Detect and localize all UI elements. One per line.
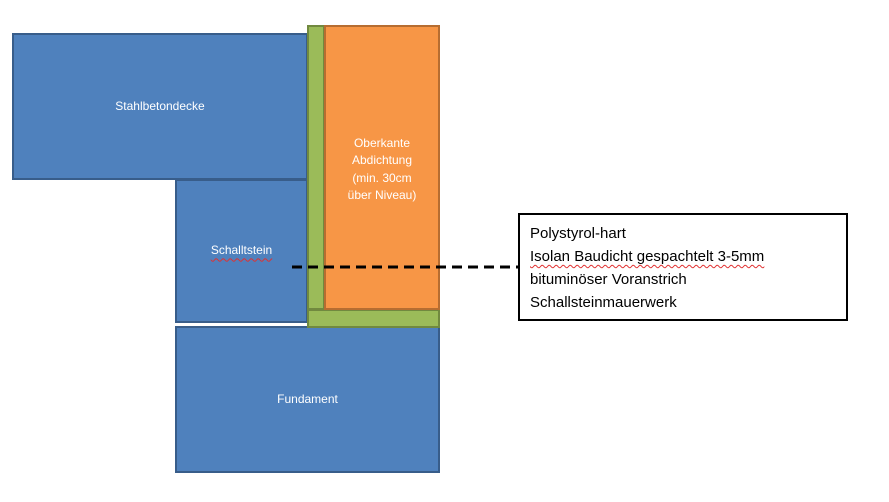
insulation-horizontal-strip: [307, 309, 440, 328]
abdichtung-line: Oberkante: [353, 136, 411, 150]
abdichtung-block: Oberkante Abdichtung (min. 30cm über Niv…: [324, 25, 440, 310]
schallstein-block: Schalltstein: [175, 179, 308, 323]
fundament-label: Fundament: [277, 391, 338, 406]
schallstein-label: Schalltstein: [210, 243, 273, 258]
legend-line-isolan: Isolan Baudicht gespachtelt 3-5mm: [530, 245, 836, 268]
stahlbetondecke-block: Stahlbetondecke: [12, 33, 308, 180]
fundament-block: Fundament: [175, 326, 440, 473]
abdichtung-line: (min. 30cm: [352, 170, 412, 185]
insulation-vertical-strip: [307, 25, 325, 310]
legend-line-schallstein: Schallsteinmauerwerk: [530, 294, 677, 311]
legend-line-voranstrich: bituminöser Voranstrich: [530, 271, 687, 288]
abdichtung-line: über Niveau): [347, 188, 417, 203]
legend-text-isolan: Isolan Baudicht gespachtelt 3-5mm: [530, 248, 765, 265]
abdichtung-line: Abdichtung: [351, 153, 413, 168]
layer-legend-box: Polystyrol-hart Isolan Baudicht gespacht…: [518, 213, 848, 321]
legend-line-polystyrol: Polystyrol-hart: [530, 225, 626, 242]
abdichtung-label: Oberkante Abdichtung (min. 30cm über Niv…: [348, 135, 417, 205]
stahlbetondecke-label: Stahlbetondecke: [115, 98, 205, 113]
